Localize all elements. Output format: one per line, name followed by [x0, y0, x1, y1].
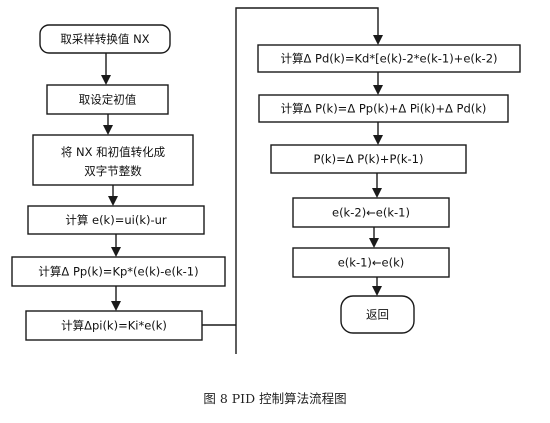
edge-7-8: [373, 72, 383, 95]
node-get-initial: 取设定初值: [46, 84, 169, 115]
node-calc-pp: 计算Δ Pp(k)=Kp*(e(k)-e(k-1): [11, 256, 226, 287]
node-get-initial-label: 取设定初值: [79, 93, 137, 107]
edge-3-4: [108, 185, 118, 206]
node-calc-pp-label: 计算Δ Pp(k)=Kp*(e(k)-e(k-1): [38, 265, 198, 279]
edge-5-6: [111, 286, 121, 311]
node-return: 返回: [340, 295, 415, 334]
node-sample-nx: 取采样转换值 NX: [39, 24, 171, 54]
node-return-label: 返回: [366, 308, 389, 322]
node-update-p: P(k)=Δ P(k)+P(k-1): [270, 144, 467, 174]
node-update-p-label: P(k)=Δ P(k)+P(k-1): [314, 152, 424, 166]
node-shift-ek1: e(k-1)←e(k): [292, 247, 450, 278]
node-calc-pd: 计算Δ Pd(k)=Kd*[e(k)-2*e(k-1)+e(k-2): [257, 44, 521, 73]
figure-caption: 图 8 PID 控制算法流程图: [203, 391, 347, 406]
edge-4-5: [111, 234, 121, 257]
node-calc-e-label: 计算 e(k)=ui(k)-ur: [65, 213, 167, 227]
node-calc-pd-label: 计算Δ Pd(k)=Kd*[e(k)-2*e(k-1)+e(k-2): [280, 52, 497, 66]
node-shift-ek2: e(k-2)←e(k-1): [292, 197, 450, 228]
edge-6-7-connector: [202, 7, 383, 354]
edge-8-9: [373, 122, 383, 145]
node-convert-int: 将 NX 和初值转化成 双字节整数: [32, 134, 194, 186]
node-calc-p-label: 计算Δ P(k)=Δ Pp(k)+Δ Pi(k)+Δ Pd(k): [281, 102, 487, 116]
node-sample-nx-label: 取采样转换值 NX: [60, 32, 149, 46]
edge-10-11: [369, 227, 379, 248]
node-calc-e: 计算 e(k)=ui(k)-ur: [27, 205, 205, 235]
node-calc-pi: 计算Δpi(k)=Ki*e(k): [25, 310, 203, 341]
edge-11-12: [372, 277, 382, 296]
node-shift-ek1-label: e(k-1)←e(k): [338, 256, 405, 270]
edge-1-2: [101, 53, 111, 85]
node-convert-int-label-2: 双字节整数: [84, 164, 142, 178]
node-calc-p: 计算Δ P(k)=Δ Pp(k)+Δ Pi(k)+Δ Pd(k): [258, 94, 509, 123]
edge-9-10: [372, 173, 382, 198]
node-convert-int-label-1: 将 NX 和初值转化成: [61, 145, 166, 159]
node-calc-pi-label: 计算Δpi(k)=Ki*e(k): [61, 319, 167, 333]
node-shift-ek2-label: e(k-2)←e(k-1): [332, 206, 410, 220]
edge-2-3: [103, 114, 113, 135]
